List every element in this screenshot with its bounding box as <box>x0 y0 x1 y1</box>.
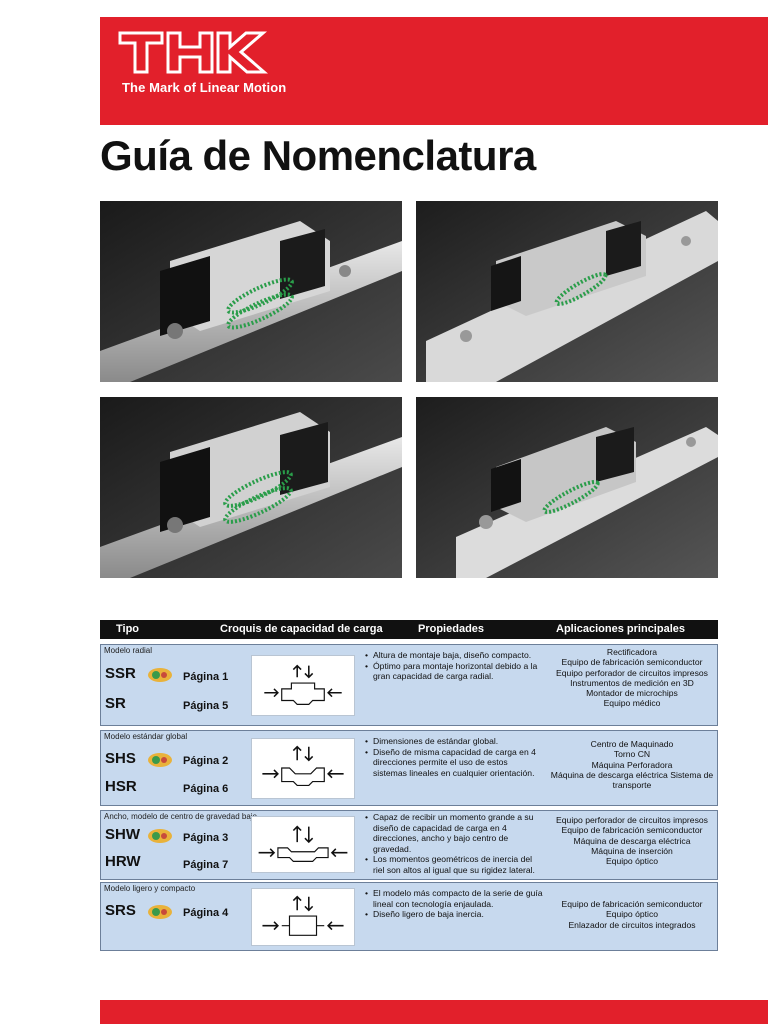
header-propiedades: Propiedades <box>418 623 485 635</box>
caged-ball-icon <box>148 753 172 767</box>
application-item: Equipo de fabricación semiconductor <box>561 825 703 836</box>
property-item: Dimensiones de estándar global. <box>365 736 543 747</box>
applications-list: Rectificadora Equipo de fabricación semi… <box>547 647 717 709</box>
page-link[interactable]: Página 5 <box>183 700 229 712</box>
application-item: Rectificadora <box>606 647 658 657</box>
properties-list: Capaz de recibir un momento grande a su … <box>365 812 543 876</box>
caged-ball-icon <box>148 905 172 919</box>
footer-red-bar <box>100 1000 768 1024</box>
application-item: Máquina Perforadora <box>591 759 673 770</box>
application-item: Máquina de inserción <box>591 845 673 856</box>
model-name: SHW <box>105 826 140 843</box>
property-item: Diseño ligero de baja inercia. <box>365 909 543 920</box>
properties-list: Altura de montaje baja, diseño compacto.… <box>365 650 543 682</box>
table-header: Tipo Croquis de capacidad de carga Propi… <box>100 620 718 639</box>
property-item: Diseño de misma capacidad de carga en 4 … <box>365 747 543 779</box>
application-item: Montador de microchips <box>586 688 678 699</box>
row-category: Ancho, modelo de centro de gravedad bajo <box>104 812 257 821</box>
top-white-strip <box>0 0 768 17</box>
page-link[interactable]: Página 2 <box>183 755 229 767</box>
applications-list: Centro de Maquinado Torno CN Máquina Per… <box>547 739 717 790</box>
row-category: Modelo radial <box>104 646 153 655</box>
table-row-wide-low-gravity: Ancho, modelo de centro de gravedad bajo… <box>100 810 718 880</box>
product-photo-ssr <box>100 201 402 382</box>
application-item: Centro de Maquinado <box>590 739 674 749</box>
property-item: Los momentos geométricos de inercia del … <box>365 854 543 875</box>
application-item: Equipo óptico <box>605 856 659 867</box>
load-capacity-sketch <box>251 738 355 799</box>
model-name: SHS <box>105 750 136 767</box>
applications-list: Equipo de fabricación semiconductor Equi… <box>547 899 717 930</box>
properties-list: Dimensiones de estándar global. Diseño d… <box>365 736 543 778</box>
application-item: Equipo perforador de circuitos impresos <box>556 815 708 825</box>
load-capacity-sketch <box>251 816 355 873</box>
model-name: HRW <box>105 853 141 870</box>
application-item: Enlazador de circuitos integrados <box>568 919 696 930</box>
page-title: Guía de Nomenclatura <box>100 132 536 179</box>
application-item: Equipo médico <box>603 698 661 709</box>
application-item: Máquina de descarga eléctrica Sistema de… <box>550 769 714 791</box>
application-item: Equipo perforador de circuitos impresos <box>556 667 708 678</box>
application-item: Máquina de descarga eléctrica <box>573 835 691 846</box>
page-link[interactable]: Página 7 <box>183 859 229 871</box>
property-item: Capaz de recibir un momento grande a su … <box>365 812 543 854</box>
properties-list: El modelo más compacto de la serie de gu… <box>365 888 543 920</box>
page-link[interactable]: Página 6 <box>183 783 229 795</box>
load-capacity-sketch <box>251 655 355 716</box>
application-item: Equipo óptico <box>605 909 659 920</box>
header-tipo: Tipo <box>116 623 140 635</box>
model-name: SRS <box>105 902 136 919</box>
load-capacity-sketch <box>251 888 355 946</box>
application-item: Instrumentos de medición en 3D <box>570 677 694 688</box>
product-photo-shs <box>100 397 402 578</box>
row-category: Modelo estándar global <box>104 732 188 741</box>
header-aplicaciones: Aplicaciones principales <box>556 623 685 635</box>
property-item: Altura de montaje baja, diseño compacto. <box>365 650 543 661</box>
product-photo-sr <box>416 201 718 382</box>
caged-ball-icon <box>148 668 172 682</box>
page-link[interactable]: Página 4 <box>183 907 229 919</box>
model-name: HSR <box>105 778 137 795</box>
table-row-global-standard: Modelo estándar global SHS Página 2 HSR … <box>100 730 718 806</box>
product-photo-shw <box>416 397 718 578</box>
table-row-light-compact: Modelo ligero y compacto SRS Página 4 El… <box>100 882 718 951</box>
model-name: SSR <box>105 665 136 682</box>
header-croquis: Croquis de capacidad de carga <box>220 623 383 635</box>
applications-list: Equipo perforador de circuitos impresos … <box>547 815 717 866</box>
application-item: Equipo de fabricación semiconductor <box>561 899 703 909</box>
brand-tagline: The Mark of Linear Motion <box>122 80 287 95</box>
row-category: Modelo ligero y compacto <box>104 884 196 893</box>
model-name: SR <box>105 695 126 712</box>
application-item: Equipo de fabricación semiconductor <box>561 657 703 668</box>
thk-logo <box>118 31 268 74</box>
caged-ball-icon <box>148 829 172 843</box>
property-item: El modelo más compacto de la serie de gu… <box>365 888 543 909</box>
page-link[interactable]: Página 3 <box>183 832 229 844</box>
application-item: Torno CN <box>613 749 651 760</box>
property-item: Óptimo para montaje horizontal debido a … <box>365 661 543 682</box>
table-row-radial: Modelo radial SSR Página 1 SR Página 5 A… <box>100 644 718 726</box>
brand-header: The Mark of Linear Motion <box>100 17 768 125</box>
page-link[interactable]: Página 1 <box>183 671 229 683</box>
